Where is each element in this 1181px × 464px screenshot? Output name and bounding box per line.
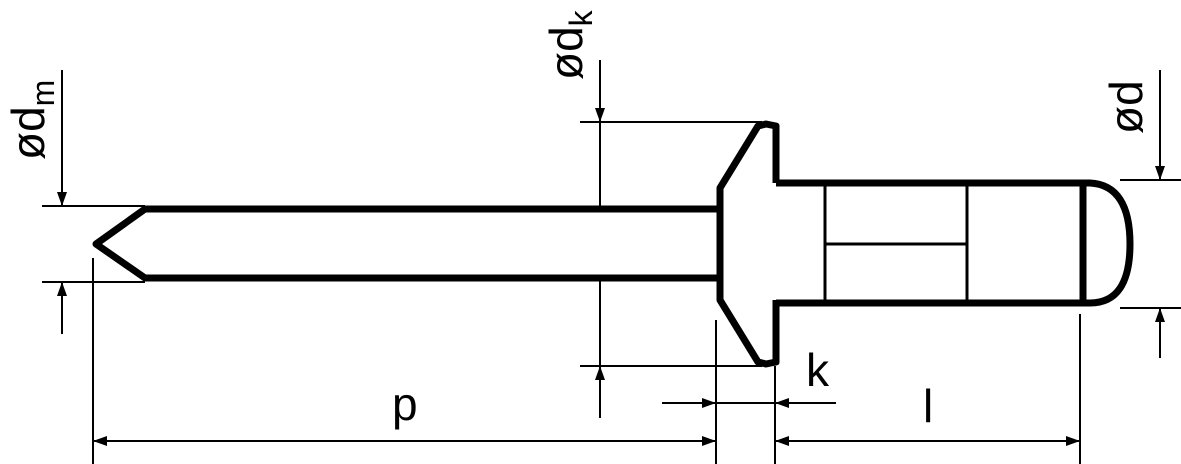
label-k: k [806, 344, 830, 396]
rivet-outline [92, 120, 1134, 368]
mandrel [92, 205, 718, 282]
label-dk: ødk [540, 9, 599, 80]
label-dm: ødm [2, 80, 61, 160]
dimension-lines [42, 60, 1181, 464]
rivet-sleeve [776, 179, 1134, 307]
sleeve-internal-lines [823, 186, 969, 300]
label-d: ød [1100, 80, 1152, 134]
label-p: p [392, 378, 418, 430]
label-l: l [923, 380, 933, 432]
rivet-head [716, 120, 780, 368]
